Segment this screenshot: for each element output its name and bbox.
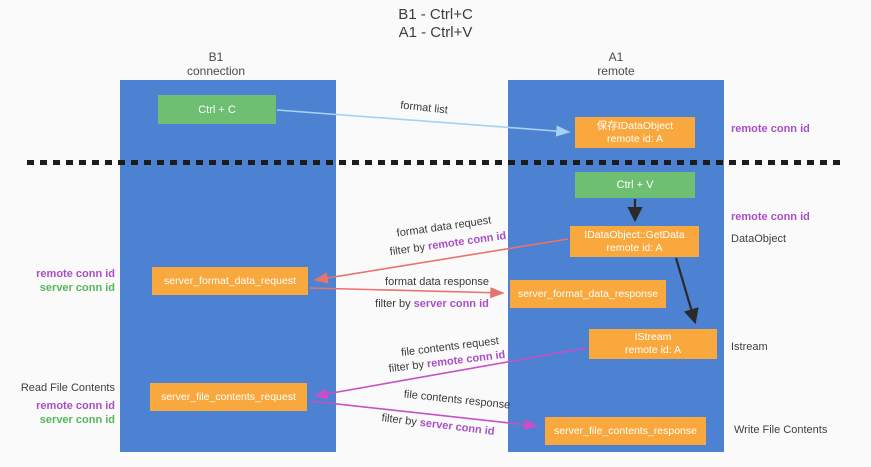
ctrl-v-label: Ctrl + V [616, 179, 654, 191]
istream-line2: remote id: A [624, 344, 682, 356]
left-remote-conn-id-top: remote conn id [36, 268, 115, 280]
left-server-conn-id-top: server conn id [39, 282, 115, 294]
column-header-a1: A1 remote [566, 50, 666, 78]
format-list-label: format list [399, 99, 449, 117]
column-header-b1: B1 connection [166, 50, 266, 78]
server-format-data-request-box: server_format_data_request [152, 267, 308, 295]
filter-by-text: filter by [388, 358, 428, 376]
save-idataobject-line1: 保存IDataObject [596, 119, 674, 132]
filter-by-text: filter by [380, 412, 421, 429]
ctrl-v-box: Ctrl + V [575, 172, 695, 198]
right-remote-conn-id-top: remote conn id [731, 123, 810, 135]
server-conn-id-text: server conn id [419, 416, 496, 438]
read-file-contents-label: Read File Contents [20, 382, 115, 394]
save-idataobject-box: 保存IDataObject remote id: A [575, 117, 695, 148]
server-format-data-request-label: server_format_data_request [164, 274, 296, 287]
session-divider-dashed-line [27, 160, 845, 165]
format-data-response-label: format data response [385, 276, 489, 288]
istream-box: IStream remote id: A [589, 329, 717, 359]
file-contents-response-label: file contents response [403, 388, 511, 412]
istream-line1: IStream [634, 331, 672, 343]
server-conn-id-text: server conn id [413, 298, 489, 310]
filter-by-text: filter by [375, 298, 414, 310]
server-file-contents-request-label: server_file_contents_request [161, 390, 296, 403]
left-server-conn-id-bottom: server conn id [39, 414, 115, 426]
dataobject-label: DataObject [731, 233, 787, 245]
write-file-contents-label: Write File Contents [734, 424, 828, 436]
save-idataobject-line2: remote id: A [606, 132, 664, 145]
idataobject-getdata-box: IDataObject::GetData remote id: A [570, 226, 699, 257]
format-data-response-arrow [309, 287, 505, 299]
format-data-response-filter: filter by server conn id [375, 298, 489, 310]
ctrl-c-box: Ctrl + C [158, 95, 276, 124]
column-b1-role: connection [186, 64, 246, 78]
istream-side-label: Istream [731, 341, 768, 353]
left-remote-conn-id-bottom: remote conn id [36, 400, 115, 412]
filter-by-text: filter by [389, 240, 429, 259]
server-file-contents-response-label: server_file_contents_response [553, 424, 697, 437]
diagram-title: B1 - Ctrl+C A1 - Ctrl+V [0, 6, 871, 42]
ctrl-c-label: Ctrl + C [198, 103, 236, 116]
server-file-contents-response-box: server_file_contents_response [545, 417, 706, 445]
column-a1-role: remote [597, 64, 635, 78]
title-line-2: A1 - Ctrl+V [398, 24, 473, 41]
server-format-data-response-box: server_format_data_response [510, 280, 666, 308]
right-remote-conn-id-mid: remote conn id [731, 211, 810, 223]
column-b1-name: B1 [208, 50, 224, 64]
getdata-line2: remote id: A [606, 241, 663, 254]
title-line-1: B1 - Ctrl+C [398, 6, 473, 23]
server-format-data-response-label: server_format_data_response [517, 287, 659, 300]
server-file-contents-request-box: server_file_contents_request [150, 383, 307, 411]
file-contents-response-filter: filter by server conn id [381, 412, 495, 438]
column-a1-name: A1 [608, 50, 624, 64]
getdata-line1: IDataObject::GetData [584, 228, 685, 241]
